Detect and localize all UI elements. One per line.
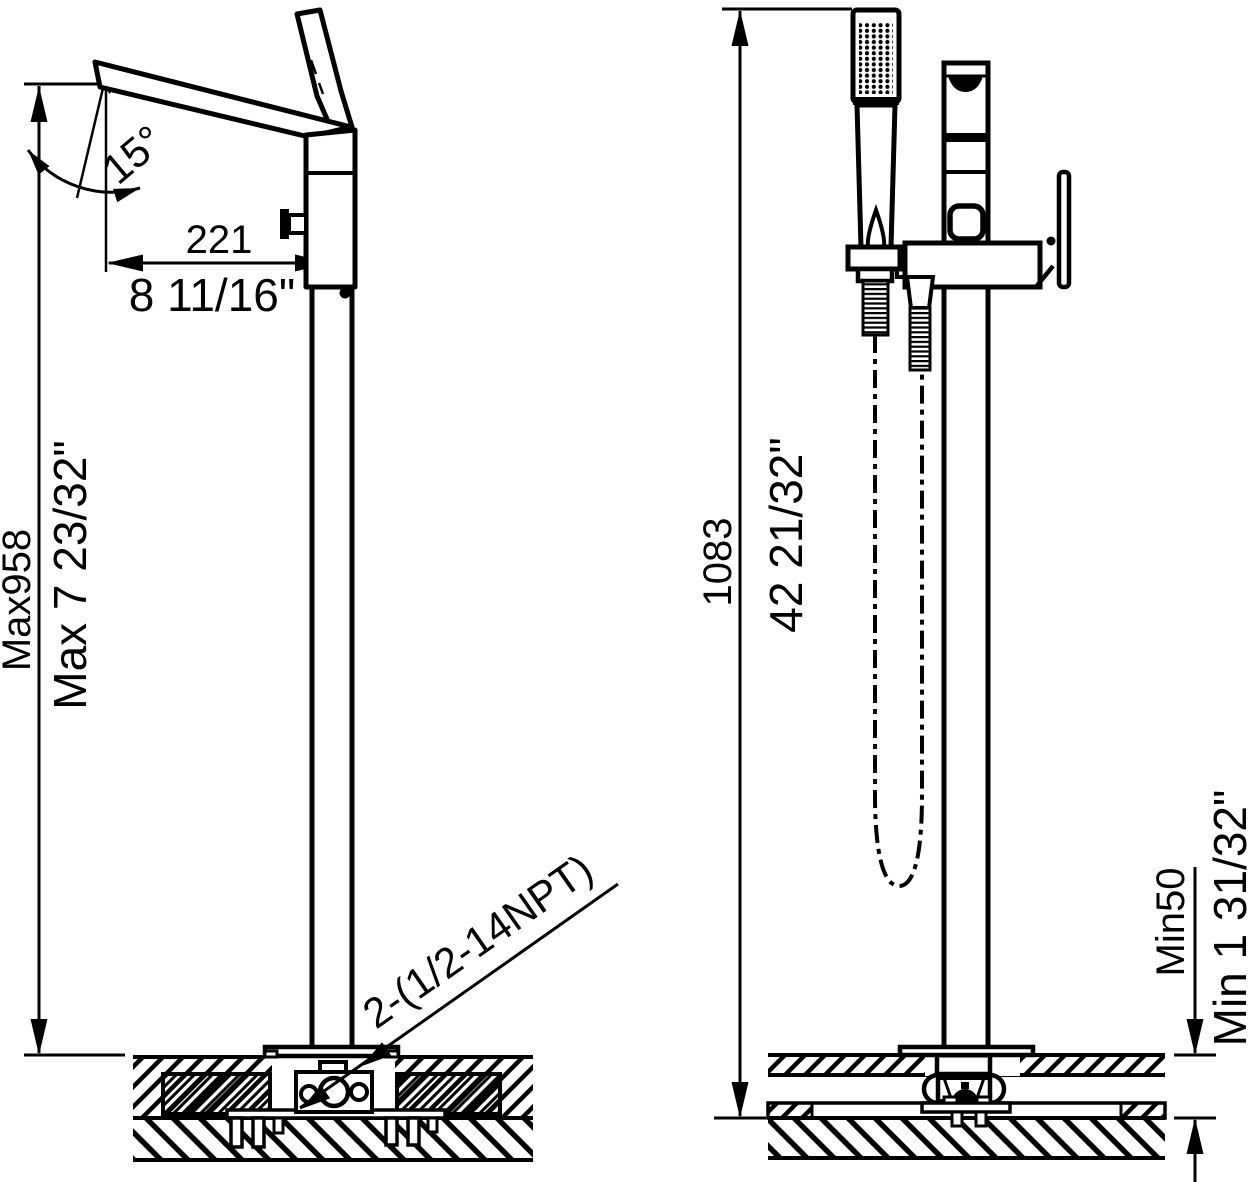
dim-max-height: Max958 Max 7 23/32" xyxy=(0,82,125,1057)
shower-holder-block xyxy=(845,244,903,272)
arrowhead-down xyxy=(731,1082,749,1118)
leader-arrowhead-2 xyxy=(301,1085,331,1109)
faucet-front-view xyxy=(845,7,1072,1058)
deck-top-hatch-left xyxy=(768,1055,925,1075)
arc-arrowhead-left xyxy=(28,150,50,175)
leader-line xyxy=(299,882,619,1110)
under-plate xyxy=(920,1101,1012,1114)
faucet-body-side xyxy=(303,127,358,290)
arrowhead-up xyxy=(30,86,48,122)
diverter-knob-cap xyxy=(280,209,289,239)
lower-sheet-hatch-left xyxy=(766,1101,814,1120)
label-spout-reach-mm: 221 xyxy=(186,218,253,262)
arrowhead-down xyxy=(1186,1019,1204,1055)
arrowhead-up xyxy=(1186,1118,1204,1154)
mounting-screw-right xyxy=(349,1082,369,1102)
dim-deck-thickness: Min50 Min 1 31/32" xyxy=(1149,790,1253,1182)
handle-grip-marks xyxy=(309,59,325,95)
lock-nut xyxy=(934,1052,993,1077)
leader-arrowhead-1 xyxy=(362,1042,392,1066)
arrowhead-up xyxy=(731,10,749,46)
faucet-side-view xyxy=(92,7,401,1059)
hand-shower-spray-face xyxy=(859,22,893,94)
spout-outlet-front xyxy=(948,76,983,92)
riser-column-side xyxy=(309,284,355,1051)
hand-shower-collar xyxy=(853,97,899,105)
deck-top-hatch-right xyxy=(1020,1055,1165,1075)
floor-section-front xyxy=(766,1052,1167,1160)
label-overall-height-mm: 1083 xyxy=(696,518,740,607)
lever-base-slant xyxy=(1034,264,1055,289)
diverter-button-front xyxy=(947,203,986,242)
arc-arrowhead-right xyxy=(113,188,140,203)
arrowhead-down xyxy=(30,1019,48,1055)
dim-ticks xyxy=(1174,1053,1216,1120)
hose-spring-right xyxy=(908,306,932,372)
lever-handle-front xyxy=(1056,169,1072,290)
clamp-dome-nub xyxy=(961,1082,969,1089)
diverter-knob-stem xyxy=(287,213,308,235)
column-band xyxy=(944,133,988,142)
label-max-height-inch: Max 7 23/32" xyxy=(44,440,96,710)
floor-section-side xyxy=(133,1055,533,1162)
subfloor-hatch xyxy=(768,1118,1165,1158)
clamp-lobe-left xyxy=(921,1072,941,1106)
embedded-blocking-left xyxy=(161,1072,272,1116)
label-spout-reach-inch: 8 11/16" xyxy=(129,269,295,321)
under-bolt-head-right xyxy=(975,1095,992,1105)
subfloor-outline xyxy=(768,1116,1165,1160)
hose-spring-left xyxy=(861,279,890,337)
under-bolt-left xyxy=(950,1110,964,1128)
valve-body-front xyxy=(902,240,1043,290)
label-max-height-mm: Max958 xyxy=(0,529,39,671)
dim-overall-height: 1083 42 21/32" xyxy=(696,7,852,1120)
label-deck-min-mm: Min50 xyxy=(1149,868,1193,977)
hose-nut-left xyxy=(855,266,895,284)
hand-shower-hose xyxy=(873,335,924,889)
angle-reference-line xyxy=(75,87,105,199)
lever-pivot-dot xyxy=(1046,236,1056,246)
dim-spout-angle: 15° xyxy=(26,78,172,272)
under-bolt-head-left xyxy=(942,1095,959,1105)
subfloor-hatch xyxy=(133,1118,533,1160)
under-bolt-right xyxy=(974,1110,988,1128)
arrowhead-left xyxy=(107,254,143,272)
embedded-blocking-right xyxy=(395,1072,502,1116)
mounting-stub xyxy=(318,1060,348,1074)
floor-flange-front xyxy=(897,1044,1036,1058)
clamp-lobe-right xyxy=(987,1072,1007,1106)
lower-sheet-hatch-right xyxy=(1119,1101,1167,1120)
label-inlet-note: 2-(1/2-14NPT) xyxy=(354,845,601,1037)
anchor-bolts xyxy=(229,1116,439,1149)
set-screw-dot xyxy=(339,287,351,299)
hose-nut-right xyxy=(904,275,936,310)
flange-foot-left xyxy=(263,1049,279,1059)
label-deck-min-inch: Min 1 31/32" xyxy=(1204,790,1253,1047)
label-overall-height-inch: 42 21/32" xyxy=(760,437,812,632)
